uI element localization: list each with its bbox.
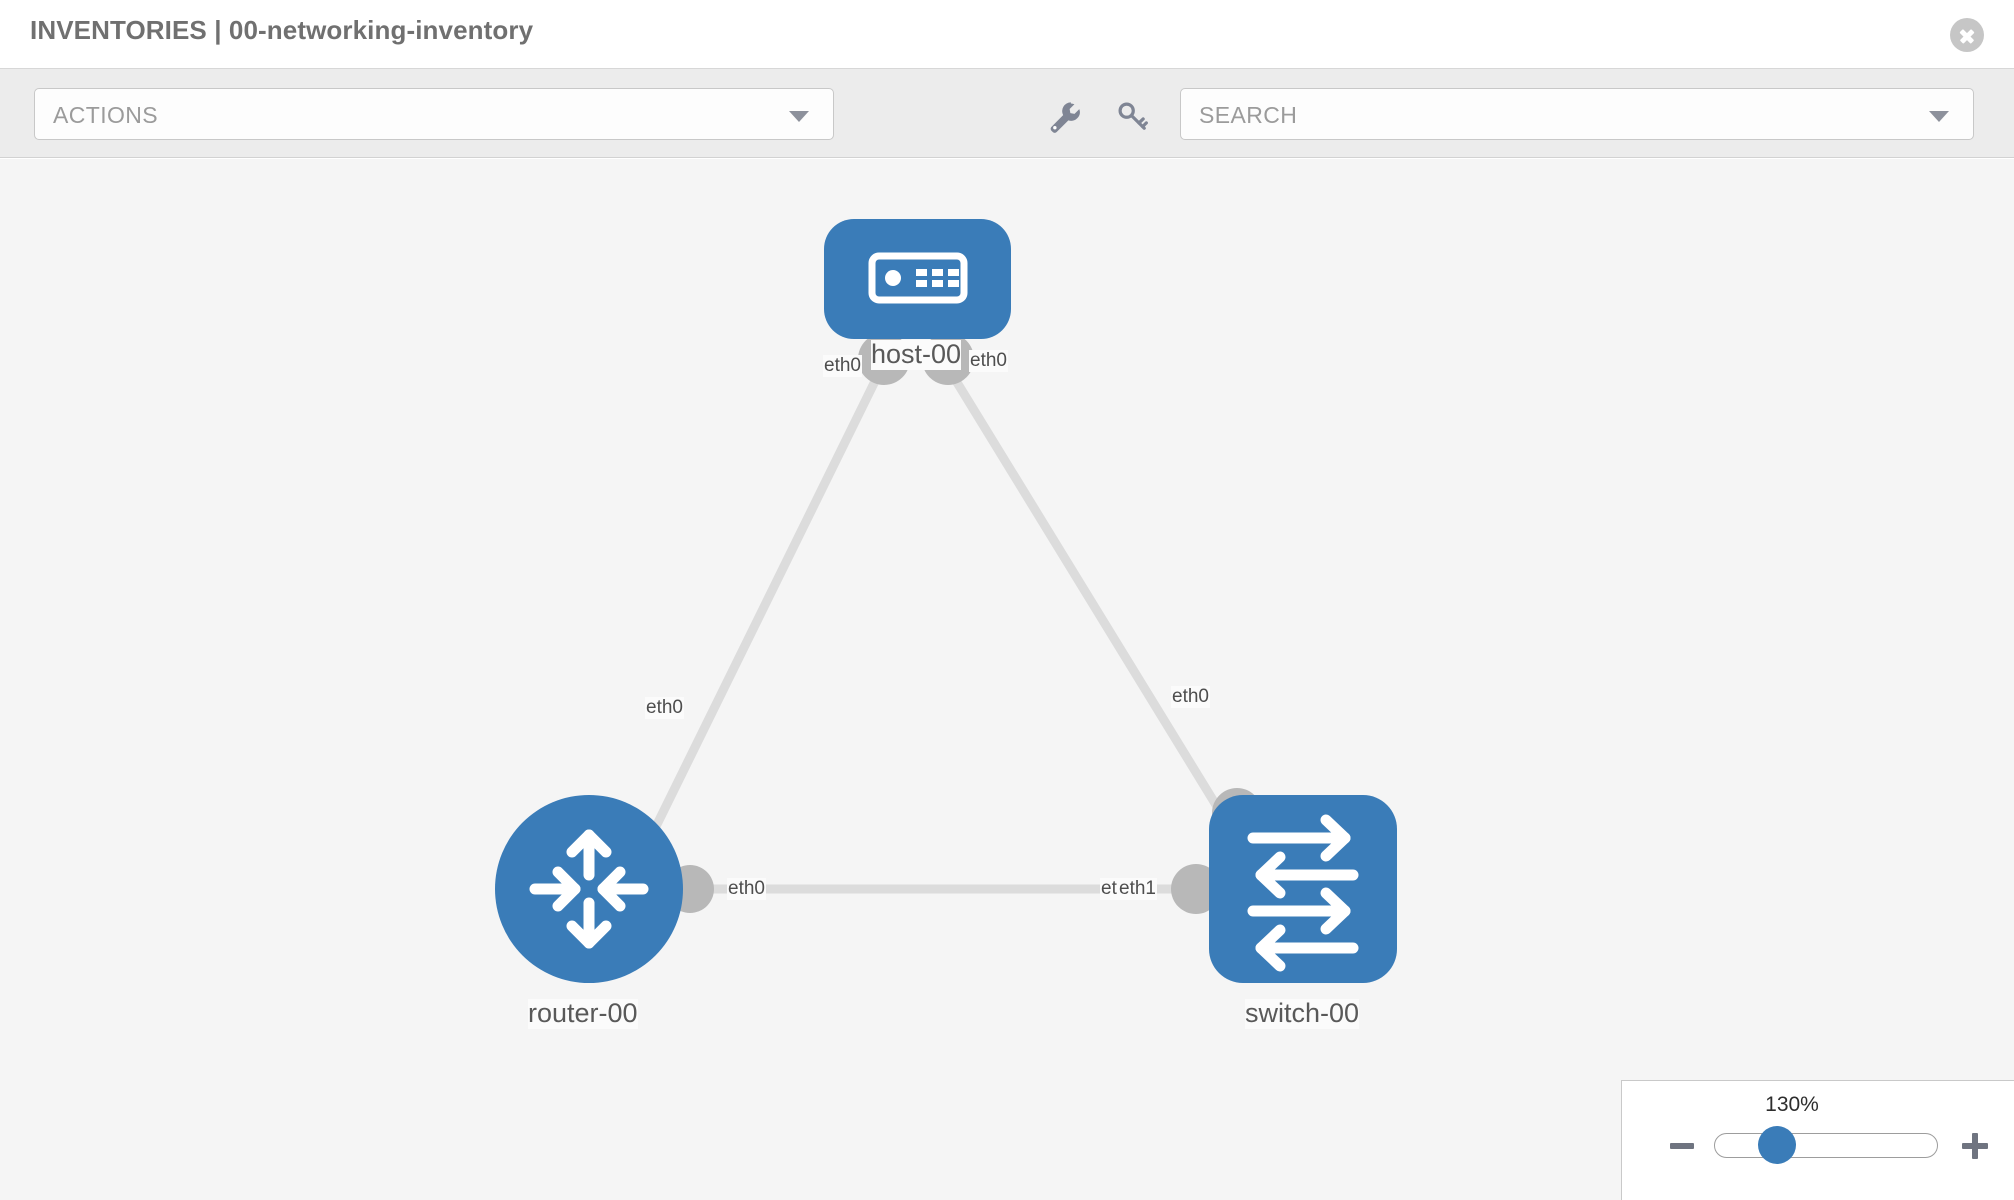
node-host-00 [824,219,1011,339]
key-icon[interactable] [1115,99,1149,133]
port-switch-left [1171,864,1221,914]
node-label-router-00: router-00 [528,998,638,1029]
topology-graph [495,219,1397,983]
chevron-down-icon[interactable] [1929,111,1949,122]
zoom-in-button[interactable] [1962,1133,1988,1159]
iface-label-switch-to-host: eth0 [1171,686,1210,708]
actions-dropdown-label: ACTIONS [53,102,159,128]
iface-label-host-to-switch: eth0 [969,350,1008,372]
iface-label-switch-to-router: eth1 [1118,878,1157,900]
search-placeholder: SEARCH [1199,102,1298,128]
node-label-switch-00: switch-00 [1245,998,1360,1029]
topology-canvas[interactable]: host-00 router-00 switch-00 eth0 eth0 et… [0,159,2014,1200]
zoom-out-button[interactable] [1670,1143,1694,1149]
router-arrows-icon [529,829,649,949]
node-switch-00 [1209,795,1397,983]
close-icon[interactable] [1950,18,1984,52]
zoom-control-panel: 130% [1621,1080,2014,1200]
link-host-switch [945,366,1248,854]
zoom-level-value: 130% [1765,1093,1819,1116]
switch-arrows-icon [1247,814,1359,972]
page-header: INVENTORIES | 00-networking-inventory [0,0,2014,69]
link-host-router [635,366,885,864]
server-icon [868,252,968,304]
node-router-00 [495,795,683,983]
wrench-icon[interactable] [1047,99,1081,133]
iface-label-host-to-router: eth0 [823,355,862,377]
zoom-slider-thumb[interactable] [1758,1126,1796,1164]
iface-label-router-to-host: eth0 [645,697,684,719]
actions-dropdown[interactable]: ACTIONS [34,88,834,140]
toolbar: ACTIONS SEARCH [0,69,2014,158]
page-title: INVENTORIES | 00-networking-inventory [30,15,534,45]
search-input[interactable]: SEARCH [1180,88,1974,140]
chevron-down-icon [789,111,809,122]
iface-label-router-to-switch: eth0 [727,878,766,900]
node-label-host-00: host-00 [871,339,962,370]
zoom-slider-track[interactable] [1714,1133,1938,1158]
